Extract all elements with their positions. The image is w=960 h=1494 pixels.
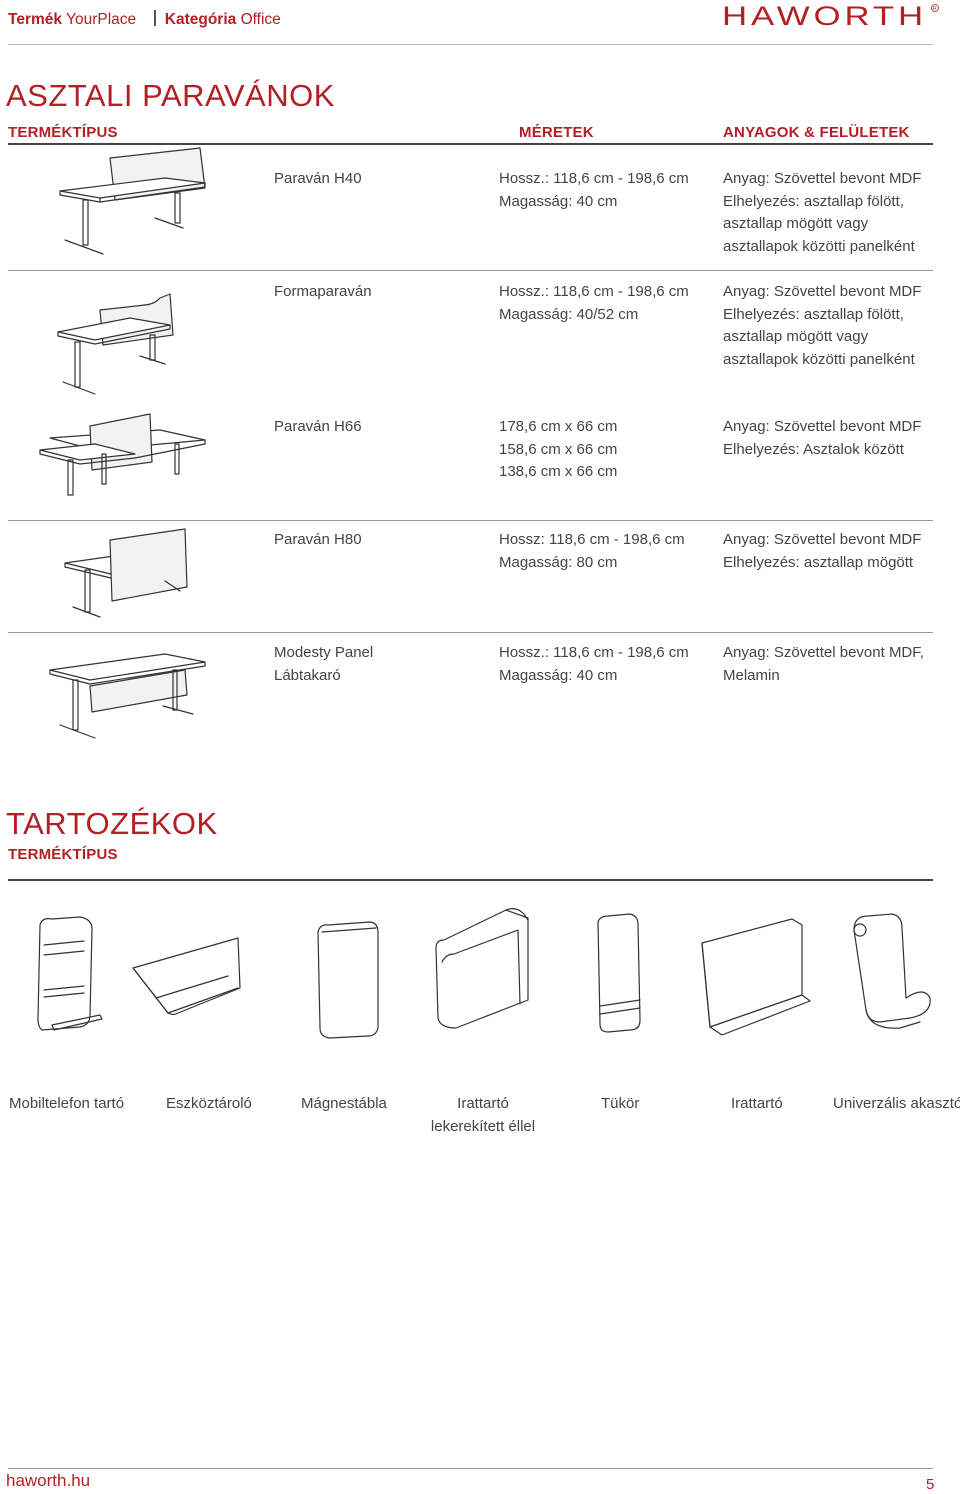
header-breadcrumb: Termék YourPlace Kategória Office <box>8 10 281 29</box>
row-5-materials: Anyag: Szövettel bevont MDF,Melamin <box>723 644 924 684</box>
logo-text: HAWORTH <box>722 1 927 31</box>
document-holder-drawing <box>701 918 811 1036</box>
accessory-label-mirror: Tükör <box>601 1095 640 1112</box>
row-divider <box>8 520 933 521</box>
section-title-screens: ASZTALI PARAVÁNOK <box>6 78 335 113</box>
accessories-rule <box>8 879 933 881</box>
column-head-materials: ANYAGOK & FELÜLETEK <box>723 124 910 141</box>
footer-divider <box>8 1468 933 1469</box>
accessories-subtitle: TERMÉKTÍPUS <box>8 846 118 863</box>
section-title-accessories: TARTOZÉKOK <box>6 806 218 841</box>
accessory-label-tool-storage: Eszköztároló <box>166 1095 252 1112</box>
svg-text:R: R <box>933 6 937 12</box>
category-value: Office <box>240 11 281 28</box>
page-number: 5 <box>926 1476 935 1493</box>
document-holder-rounded-drawing <box>435 908 529 1029</box>
haworth-logo: HAWORTH R <box>722 1 939 31</box>
category-label: Kategória <box>164 11 237 28</box>
header-divider <box>8 44 933 45</box>
modesty-panel-drawing <box>49 653 206 739</box>
screen-h80-drawing <box>64 528 188 618</box>
screen-h66-drawing <box>39 413 206 496</box>
product-label: Termék <box>8 11 62 28</box>
tool-storage-drawing <box>132 937 241 1016</box>
mirror-drawing <box>597 913 641 1033</box>
row-divider <box>8 632 933 633</box>
accessory-label-document-holder: Irattartó <box>731 1095 783 1112</box>
screen-h40-drawing <box>59 147 206 255</box>
column-head-dimensions: MÉRETEK <box>519 124 594 141</box>
table-header-rule <box>8 143 933 145</box>
formascreen-drawing <box>57 293 174 395</box>
column-head-type: TERMÉKTÍPUS <box>8 124 118 141</box>
row-1-name: Paraván H40 <box>274 170 362 187</box>
row-divider <box>8 270 933 271</box>
accessory-label-universal-hanger: Univerzális akasztó <box>833 1095 960 1112</box>
row-2-name: Formaparaván <box>274 283 372 300</box>
footer-url[interactable]: haworth.hu <box>6 1471 91 1490</box>
phone-holder-drawing <box>37 916 103 1031</box>
row-4-name: Paraván H80 <box>274 531 362 548</box>
accessory-label-magnetic-board: Mágnestábla <box>301 1095 387 1112</box>
universal-hanger-drawing <box>853 913 931 1029</box>
accessory-label-phone-holder: Mobiltelefon tartó <box>9 1095 125 1112</box>
magnetic-board-drawing <box>317 921 379 1039</box>
header-separator <box>154 10 157 26</box>
product-value: YourPlace <box>66 11 137 28</box>
row-3-name: Paraván H66 <box>274 418 362 435</box>
